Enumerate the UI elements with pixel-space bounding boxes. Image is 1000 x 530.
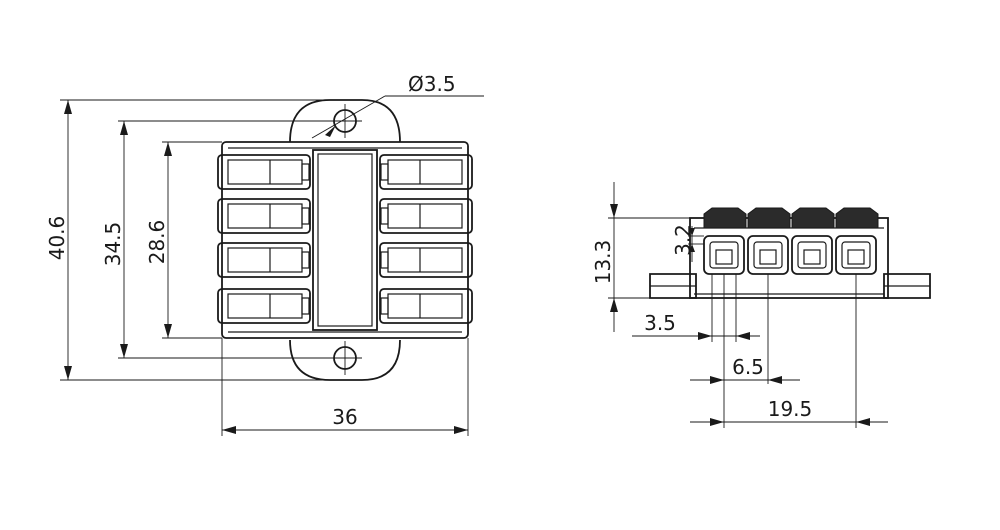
arrow [689,244,695,252]
dim-label-overall-height: 40.6 [45,216,69,261]
lever-right-3 [379,242,473,278]
leader-hole-diameter [311,95,386,139]
arrow [610,298,618,312]
arrow [454,426,468,434]
center-bar [312,149,378,331]
lever-right-4 [379,288,473,324]
base-flange-right [883,273,931,299]
wire-ports [703,235,877,275]
arrow [710,418,724,426]
dim-label-offset: 3.5 [644,311,676,335]
lever-left-2 [217,198,311,234]
arrow [222,426,236,434]
lever-caps [703,207,879,229]
top-view: 40.6 34.5 28.6 36 Ø3.5 [45,72,484,436]
arrow [768,376,782,384]
dim-label-pitch: 6.5 [732,355,764,379]
arrow [64,100,72,114]
port-4 [835,235,877,275]
port-3 [791,235,833,275]
center-bar-inner [317,153,373,327]
lever-cap-2 [747,207,791,229]
lever-left-3 [217,242,311,278]
lever-right-2 [379,198,473,234]
arrow [325,125,336,137]
arrow [120,121,128,135]
dim-label-body-height: 28.6 [145,220,169,265]
arrow [856,418,870,426]
arrow [64,366,72,380]
top-mounting-tab [289,99,401,143]
lever-right-1 [379,154,473,190]
dim-label-span: 19.5 [768,397,813,421]
lever-cap-1 [703,207,747,229]
dim-label-total-height: 13.3 [591,240,615,285]
lever-left-4 [217,288,311,324]
dim-label-hole-diameter: Ø3.5 [408,72,456,96]
lever-cap-4 [835,207,879,229]
dim-label-hole-spacing: 34.5 [101,222,125,267]
port-1 [703,235,745,275]
side-view: 13.3 3.2 3.5 6.5 19.5 [591,182,931,428]
right-levers [379,154,473,324]
bottom-mounting-tab [289,339,401,381]
arrow [120,344,128,358]
arrow [698,332,712,340]
lever-left-1 [217,154,311,190]
left-levers [217,154,311,324]
arrow [689,228,695,236]
port-2 [747,235,789,275]
arrow [610,204,618,218]
arrow [164,142,172,156]
lever-cap-3 [791,207,835,229]
arrow [736,332,750,340]
dim-label-width: 36 [332,405,357,429]
arrow [164,324,172,338]
dim-label-terminal-height: 3.2 [671,224,695,256]
side-body [689,217,889,299]
connector-body [221,141,469,339]
arrow [710,376,724,384]
